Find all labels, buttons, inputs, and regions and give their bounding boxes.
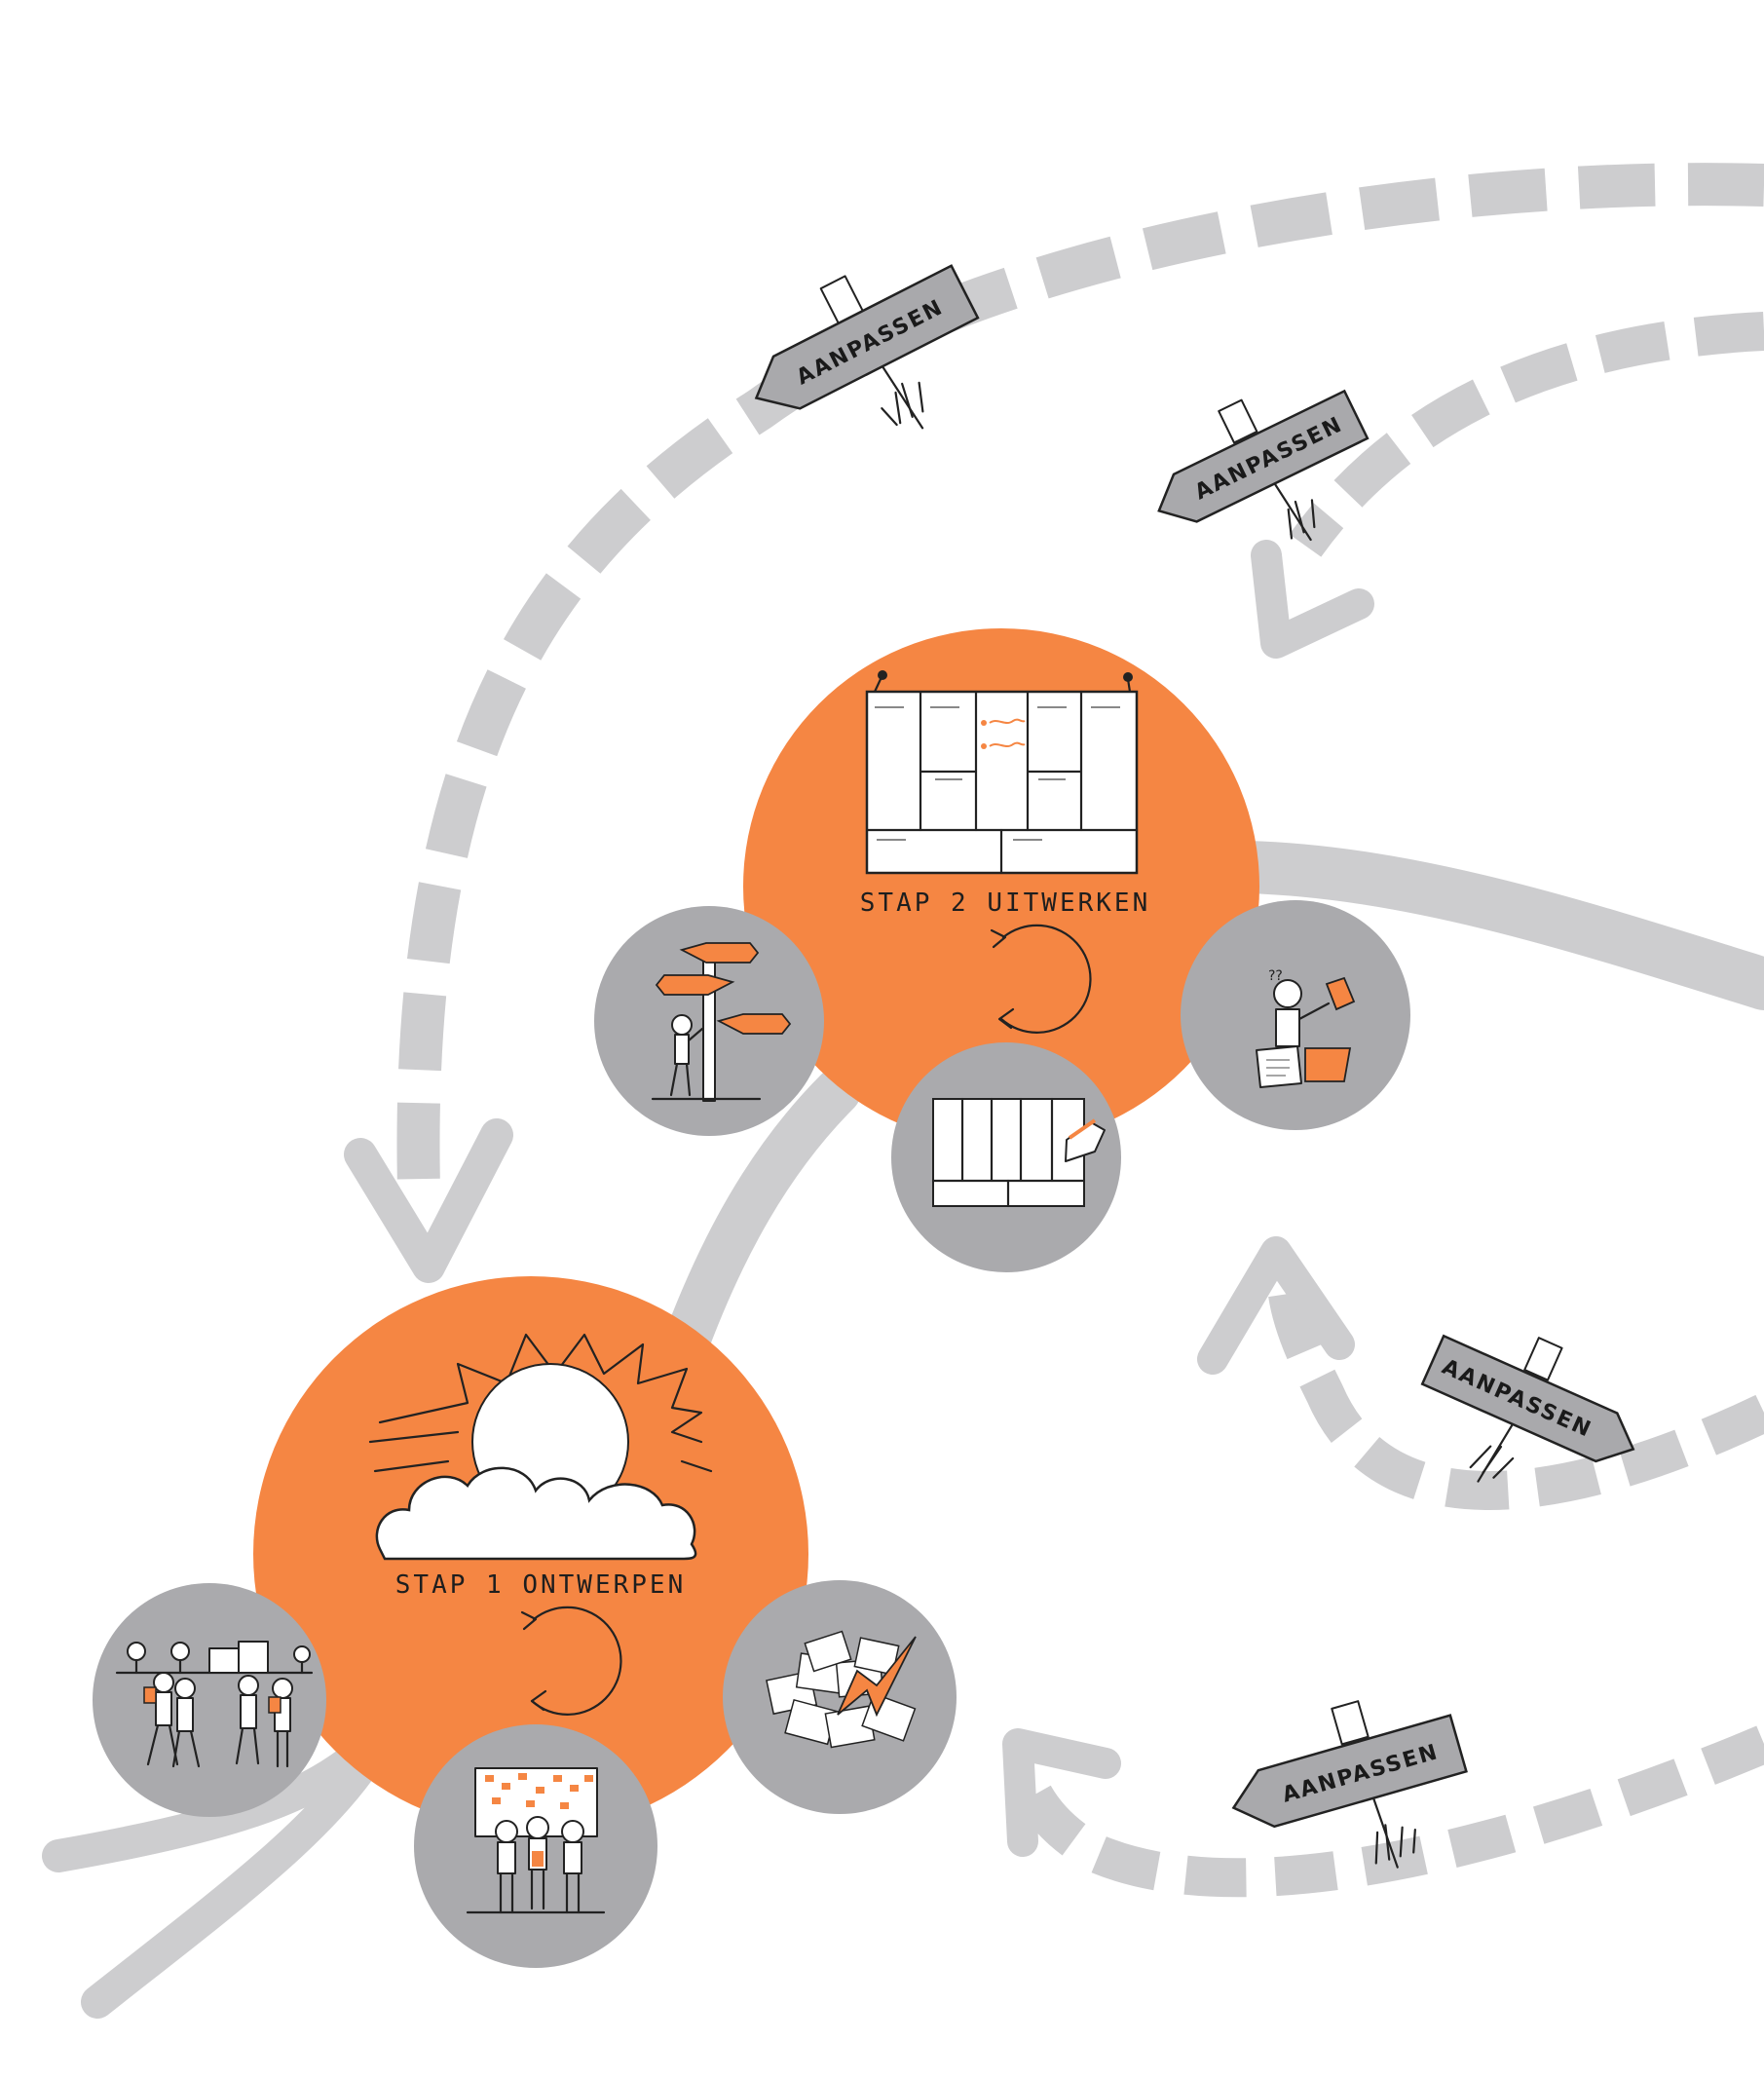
step-1-label: STAP 1 ONTWERPEN — [395, 1570, 686, 1600]
arrow-head-bottom — [1002, 1728, 1121, 1857]
signpost-1: AANPASSEN — [754, 264, 980, 430]
step-2-label: STAP 2 UITWERKEN — [860, 888, 1150, 918]
step-1-sub-people — [93, 1583, 326, 1817]
dashed-arc-inner — [1289, 312, 1764, 557]
sun-cloud-illustration — [368, 1333, 713, 1561]
step-1-sub-papers — [723, 1580, 957, 1814]
cycle-icon — [990, 924, 1092, 1034]
dashed-arc-lower — [1266, 1266, 1764, 1510]
svg-text:??: ?? — [1268, 968, 1283, 984]
solid-path — [42, 1737, 387, 2019]
canvas-board-illustration — [865, 670, 1139, 875]
dashed-arc-bottom — [1005, 1725, 1764, 1898]
step-1-sub-brainstorm — [414, 1724, 657, 1968]
step-2-group: STAP 2 UITWERKEN — [594, 628, 1410, 1272]
step-2-sub-study: ?? — [1181, 900, 1410, 1130]
arrow-head-inner — [1251, 540, 1374, 659]
arrow-head-lower — [1197, 1236, 1355, 1375]
solid-path-connector — [658, 1068, 861, 1378]
arrow-head-outer — [344, 1118, 513, 1283]
background-paths — [42, 163, 1764, 2019]
step-2-sub-direction — [594, 906, 824, 1136]
step-1-group: STAP 1 ONTWERPEN — [93, 1276, 957, 1968]
dashed-arc-outer — [396, 163, 1764, 1190]
signpost-3: AANPASSEN — [1420, 1334, 1635, 1483]
signpost-4: AANPASSEN — [1231, 1700, 1468, 1869]
step-2-sub-canvas — [891, 1042, 1121, 1272]
solid-path-right — [1220, 841, 1764, 1010]
cycle-icon — [520, 1606, 622, 1716]
